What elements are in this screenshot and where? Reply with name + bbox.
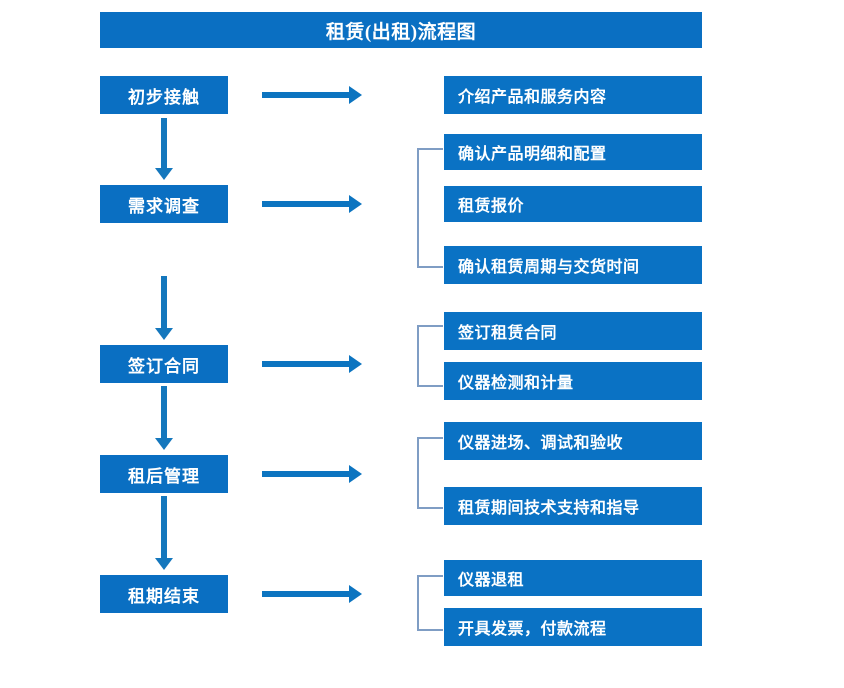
detail-box-8[interactable]: 租赁期间技术支持和指导: [444, 487, 702, 525]
detail-box-10[interactable]: 开具发票，付款流程: [444, 608, 702, 646]
detail-box-3[interactable]: 租赁报价: [444, 186, 702, 222]
group-bracket-5: [417, 575, 443, 631]
horizontal-arrow-2: [262, 195, 362, 213]
stage-box-2[interactable]: 需求调查: [100, 185, 228, 223]
vertical-arrow-2: [155, 276, 173, 342]
detail-box-2[interactable]: 确认产品明细和配置: [444, 134, 702, 170]
horizontal-arrow-4: [262, 465, 362, 483]
detail-box-1[interactable]: 介绍产品和服务内容: [444, 76, 702, 114]
stage-box-1[interactable]: 初步接触: [100, 76, 228, 114]
vertical-arrow-3: [155, 386, 173, 452]
stage-box-4[interactable]: 租后管理: [100, 455, 228, 493]
detail-box-5[interactable]: 签订租赁合同: [444, 312, 702, 350]
page-title: 租赁(出租)流程图: [100, 12, 702, 48]
detail-box-6[interactable]: 仪器检测和计量: [444, 362, 702, 400]
group-bracket-2: [417, 148, 443, 268]
vertical-arrow-1: [155, 118, 173, 182]
detail-box-7[interactable]: 仪器进场、调试和验收: [444, 422, 702, 460]
detail-box-9[interactable]: 仪器退租: [444, 560, 702, 596]
detail-box-4[interactable]: 确认租赁周期与交货时间: [444, 246, 702, 284]
horizontal-arrow-3: [262, 355, 362, 373]
vertical-arrow-4: [155, 496, 173, 572]
group-bracket-4: [417, 437, 443, 509]
horizontal-arrow-5: [262, 585, 362, 603]
group-bracket-3: [417, 325, 443, 387]
stage-box-5[interactable]: 租期结束: [100, 575, 228, 613]
horizontal-arrow-1: [262, 86, 362, 104]
stage-box-3[interactable]: 签订合同: [100, 345, 228, 383]
